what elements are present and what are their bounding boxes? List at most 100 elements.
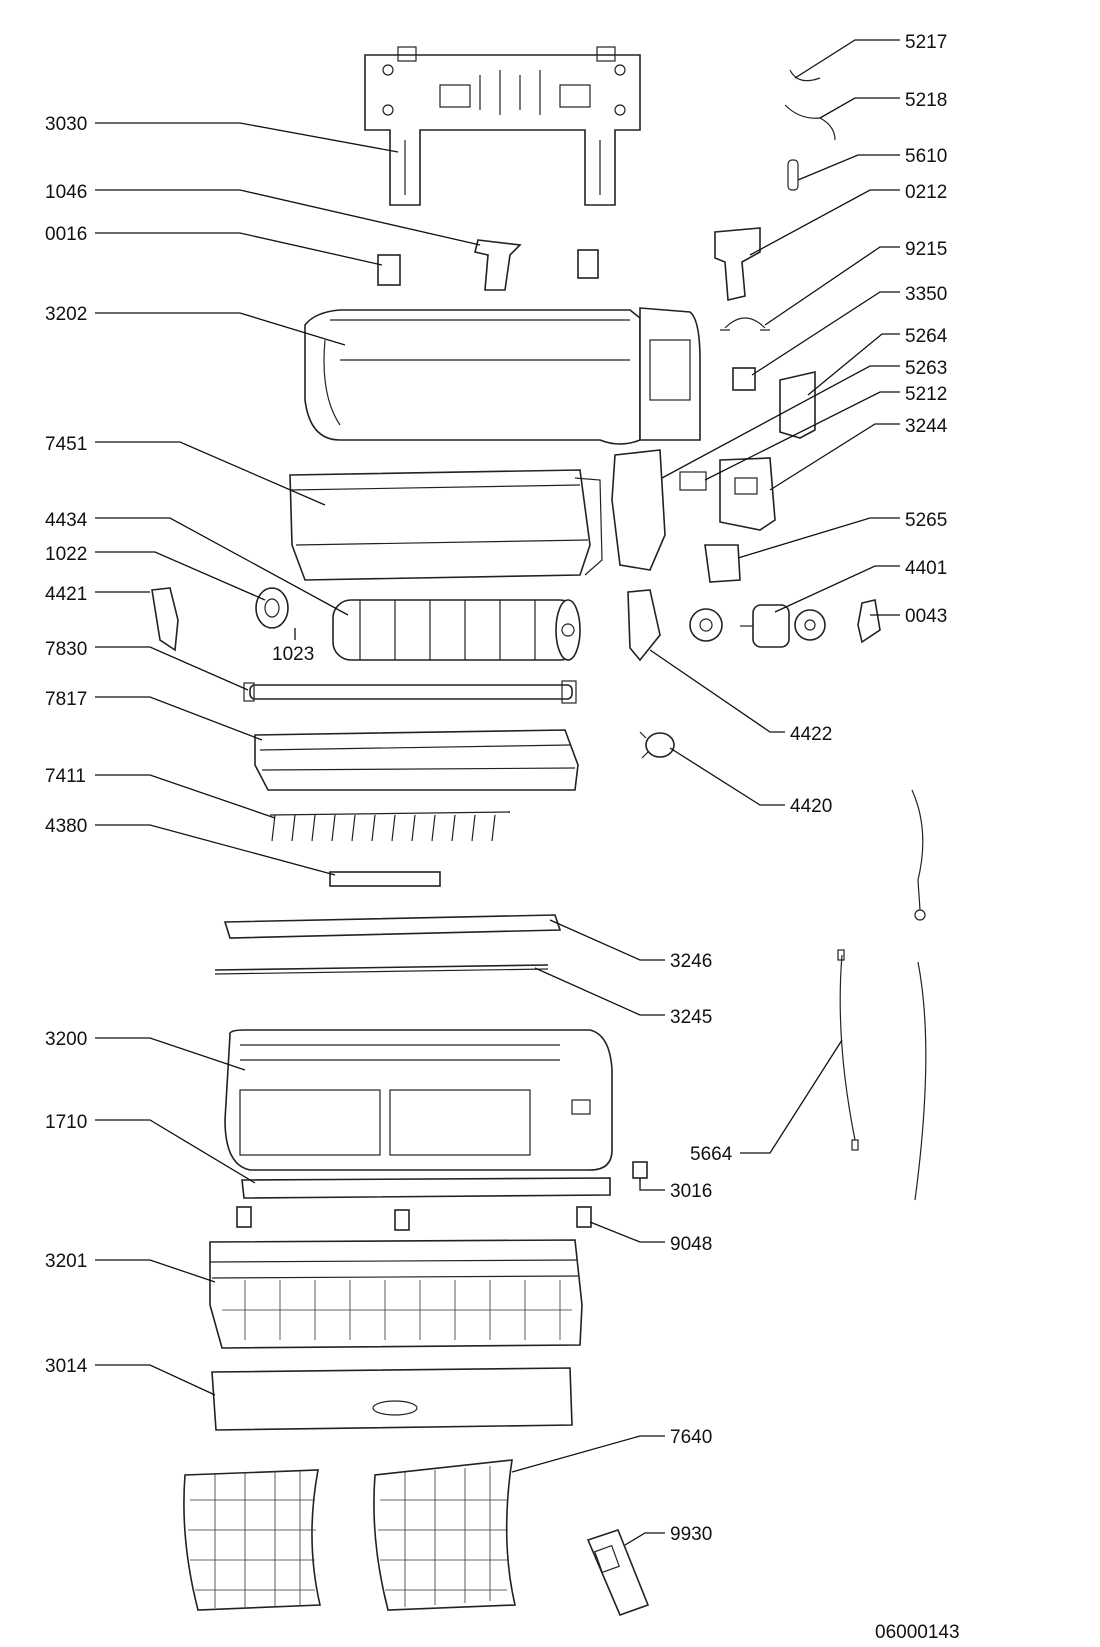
leader-line-4420 — [669, 747, 785, 806]
part-label-0016: 0016 — [45, 224, 87, 245]
part-label-4421: 4421 — [45, 584, 87, 605]
leader-line-5263 — [661, 365, 900, 479]
leader-line-0016 — [95, 232, 383, 266]
part-label-9215: 9215 — [905, 239, 947, 260]
chassis — [304, 307, 701, 445]
part-label-4422: 4422 — [790, 724, 832, 745]
part-label-3014: 3014 — [45, 1356, 88, 1377]
leader-line-1046 — [95, 189, 481, 246]
part-label-1022: 1022 — [45, 544, 87, 565]
leader-line-9048 — [589, 1221, 665, 1243]
part-labels: 5217521856100212921533505264526352123244… — [45, 32, 948, 1545]
control-box-parts — [611, 370, 816, 583]
part-label-5264: 5264 — [905, 326, 948, 347]
cross-flow-fan — [332, 599, 581, 661]
display-strip — [329, 871, 441, 887]
leader-line-7640 — [511, 1435, 665, 1473]
part-label-5217: 5217 — [905, 32, 947, 53]
part-label-3030: 3030 — [45, 114, 87, 135]
front-frame — [224, 1029, 613, 1171]
small-part-3016 — [632, 1161, 648, 1179]
part-label-3350: 3350 — [905, 284, 947, 305]
leader-line-3014 — [95, 1364, 216, 1396]
leader-line-7451 — [95, 441, 326, 506]
part-label-4380: 4380 — [45, 816, 87, 837]
part-label-3246: 3246 — [670, 951, 712, 972]
vertical-louvres — [269, 811, 511, 842]
part-label-5664: 5664 — [690, 1144, 733, 1165]
part-label-5265: 5265 — [905, 510, 947, 531]
leader-line-5218 — [819, 97, 900, 119]
leader-line-5217 — [794, 39, 900, 79]
part-label-1023: 1023 — [272, 644, 314, 665]
part-label-0212: 0212 — [905, 182, 947, 203]
part-label-5218: 5218 — [905, 90, 947, 111]
clips — [377, 239, 599, 291]
part-label-3244: 3244 — [905, 416, 948, 437]
part-label-3016: 3016 — [670, 1181, 712, 1202]
part-label-4401: 4401 — [905, 558, 947, 579]
leader-line-3201 — [95, 1259, 216, 1283]
part-label-5610: 5610 — [905, 146, 947, 167]
evaporator — [289, 469, 603, 581]
part-label-4420: 4420 — [790, 796, 832, 817]
leader-line-0212 — [749, 189, 900, 256]
remote-control — [586, 1529, 650, 1617]
fan-motor-parts — [627, 589, 881, 662]
step-motor — [639, 731, 675, 759]
part-label-1046: 1046 — [45, 182, 87, 203]
leader-line-3200 — [95, 1037, 246, 1071]
leader-line-9215 — [764, 246, 900, 326]
leader-line-5212 — [704, 391, 900, 481]
leader-line-3244 — [769, 423, 900, 491]
leader-line-4401 — [774, 565, 900, 613]
cables — [837, 789, 927, 1201]
leader-line-7830 — [95, 646, 249, 691]
drain-pan — [254, 729, 579, 791]
leader-line-3030 — [95, 122, 399, 153]
drawing-number: 06000143 — [875, 1622, 960, 1643]
part-label-7830: 7830 — [45, 639, 87, 660]
front-strip — [241, 1177, 611, 1199]
leader-line-7817 — [95, 696, 263, 741]
leader-line-1022 — [95, 551, 266, 601]
sensor-wires — [784, 69, 836, 191]
leader-line-5265 — [737, 517, 900, 559]
leader-line-3350 — [751, 291, 900, 376]
front-panel — [209, 1239, 583, 1349]
part-label-3201: 3201 — [45, 1251, 87, 1272]
mounting-plate — [364, 46, 641, 206]
shaft — [243, 680, 577, 704]
part-label-7451: 7451 — [45, 434, 87, 455]
part-drawings — [151, 46, 927, 1617]
leader-line-4422 — [649, 649, 785, 733]
part-label-0043: 0043 — [905, 606, 947, 627]
leader-line-5664 — [740, 1039, 843, 1154]
leader-line-3016 — [639, 1178, 665, 1191]
leader-line-3202 — [95, 312, 346, 346]
part-label-7411: 7411 — [45, 766, 86, 787]
leader-line-9930 — [624, 1532, 665, 1546]
leader-line-3246 — [549, 919, 665, 961]
leader-line-4434 — [95, 517, 349, 616]
bearing-and-holder — [151, 587, 289, 652]
part-label-3245: 3245 — [670, 1007, 712, 1028]
part-label-5212: 5212 — [905, 384, 947, 405]
leader-line-1710 — [95, 1119, 256, 1184]
part-label-3202: 3202 — [45, 304, 87, 325]
leader-line-4380 — [95, 824, 336, 876]
leader-line-3245 — [534, 967, 665, 1016]
part-label-7817: 7817 — [45, 689, 87, 710]
leader-line-7411 — [95, 774, 276, 819]
leader-line-5264 — [807, 333, 900, 396]
leader-line-5610 — [797, 154, 900, 181]
leader-lines — [95, 39, 900, 1546]
part-label-9930: 9930 — [670, 1524, 712, 1545]
front-cover — [211, 1367, 573, 1431]
horizontal-louvres — [214, 914, 562, 975]
part-label-3200: 3200 — [45, 1029, 87, 1050]
panel-clips — [236, 1206, 592, 1231]
part-label-7640: 7640 — [670, 1427, 712, 1448]
small-brackets — [714, 227, 770, 391]
